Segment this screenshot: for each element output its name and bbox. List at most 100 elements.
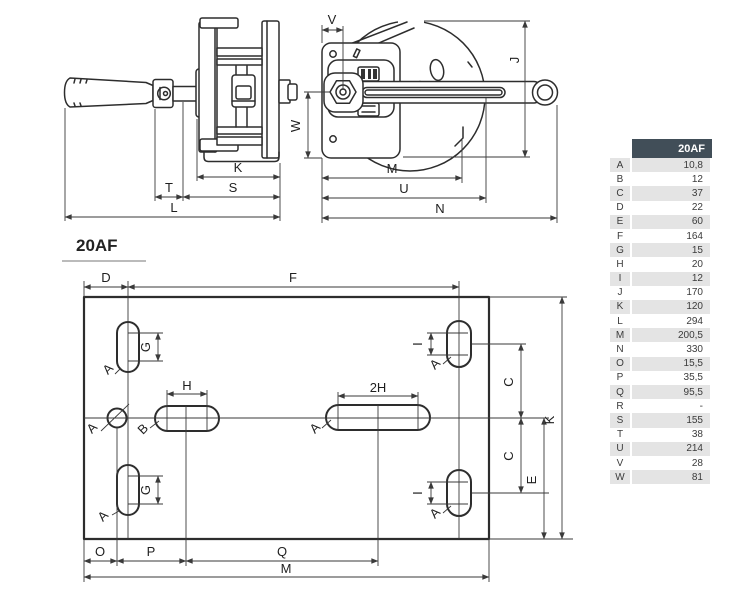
dim-label-k-side: K <box>234 160 243 175</box>
dim-letter: O <box>610 356 630 371</box>
dim-letter: M <box>610 328 630 343</box>
front-view: V W J M U N <box>288 12 559 223</box>
dim-value: 155 <box>632 413 710 428</box>
dim-value: 22 <box>691 202 703 214</box>
table-header-model: 20AF <box>632 139 712 158</box>
dim-label-q: Q <box>277 544 287 559</box>
dim-letter: C <box>610 186 630 201</box>
dim-letter: E <box>610 214 630 229</box>
dim-letter: G <box>610 243 630 258</box>
table-row: H 20 <box>610 257 712 271</box>
dim-label-u: U <box>399 181 408 196</box>
dim-value: 164 <box>686 230 703 242</box>
dim-letter: I <box>610 271 630 286</box>
dim-label-t: T <box>165 180 173 195</box>
dim-value: 28 <box>691 457 703 469</box>
callout-a-2: A <box>83 419 100 436</box>
dim-label-o: O <box>95 544 105 559</box>
dim-value: 12 <box>632 271 710 286</box>
dim-letter: S <box>610 413 630 428</box>
dim-letter: U <box>610 441 630 456</box>
table-header-row: 20AF <box>610 139 712 158</box>
dim-label-g-upper: G <box>138 342 153 352</box>
dim-label-k-plan: K <box>542 415 557 424</box>
dim-label-c-lower: C <box>501 451 516 460</box>
dim-label-w: W <box>288 119 303 132</box>
dim-value: 38 <box>691 429 703 441</box>
dim-label-n: N <box>435 201 444 216</box>
dim-label-s: S <box>229 180 238 195</box>
dim-label-m-front: M <box>387 161 398 176</box>
dim-value: 60 <box>632 214 710 229</box>
table-row: V 28 <box>610 456 712 470</box>
dim-label-h: H <box>182 378 191 393</box>
dim-value: 15,5 <box>632 356 710 371</box>
callout-a-1: A <box>99 360 116 377</box>
table-row: T 38 <box>610 428 712 442</box>
dim-letter: T <box>616 429 624 441</box>
table-row: N 330 <box>610 342 712 356</box>
model-title: 20AF <box>76 236 118 255</box>
dim-label-2h: 2H <box>370 380 387 395</box>
dim-value: 12 <box>691 173 703 185</box>
dim-value: - <box>699 400 703 412</box>
plan-view: D F G G H 2H I I A A B A A A A C C E K O… <box>82 270 573 582</box>
dim-letter: A <box>610 158 630 173</box>
callout-a-5: A <box>426 504 443 521</box>
dim-letter: W <box>610 470 630 485</box>
dim-label-v: V <box>328 12 337 27</box>
dim-value: 200,5 <box>632 328 710 343</box>
table-row: J 170 <box>610 286 712 300</box>
dim-label-l: L <box>170 200 177 215</box>
dim-label-d: D <box>101 270 110 285</box>
dim-label-c-upper: C <box>501 377 516 386</box>
dim-label-p: P <box>147 544 156 559</box>
dim-letter: L <box>617 315 623 327</box>
callout-a-6: A <box>94 507 111 524</box>
dim-letter: Q <box>610 385 630 400</box>
callout-a-3: A <box>306 419 323 436</box>
dim-letter: P <box>616 372 624 384</box>
callout-a-4: A <box>426 355 443 372</box>
dim-letter: N <box>616 344 624 356</box>
dim-letter: R <box>616 400 624 412</box>
dim-value: 10,8 <box>632 158 710 173</box>
dim-label-e: E <box>524 475 539 484</box>
dim-label-m-plan: M <box>281 561 292 576</box>
dim-letter: H <box>616 258 624 270</box>
dim-value: 330 <box>686 344 703 356</box>
dim-letter: J <box>617 287 623 299</box>
callout-b: B <box>134 420 151 437</box>
dim-value: 37 <box>632 186 710 201</box>
table-row: R- <box>610 399 712 413</box>
side-view: K T S L <box>63 17 298 221</box>
dim-value: 81 <box>632 470 710 485</box>
dim-label-i-lower: I <box>410 491 425 495</box>
dim-value: 170 <box>686 287 703 299</box>
dim-value: 20 <box>691 258 703 270</box>
dim-value: 120 <box>632 299 710 315</box>
dim-letter: V <box>616 457 624 469</box>
dim-label-i-upper: I <box>410 342 425 346</box>
